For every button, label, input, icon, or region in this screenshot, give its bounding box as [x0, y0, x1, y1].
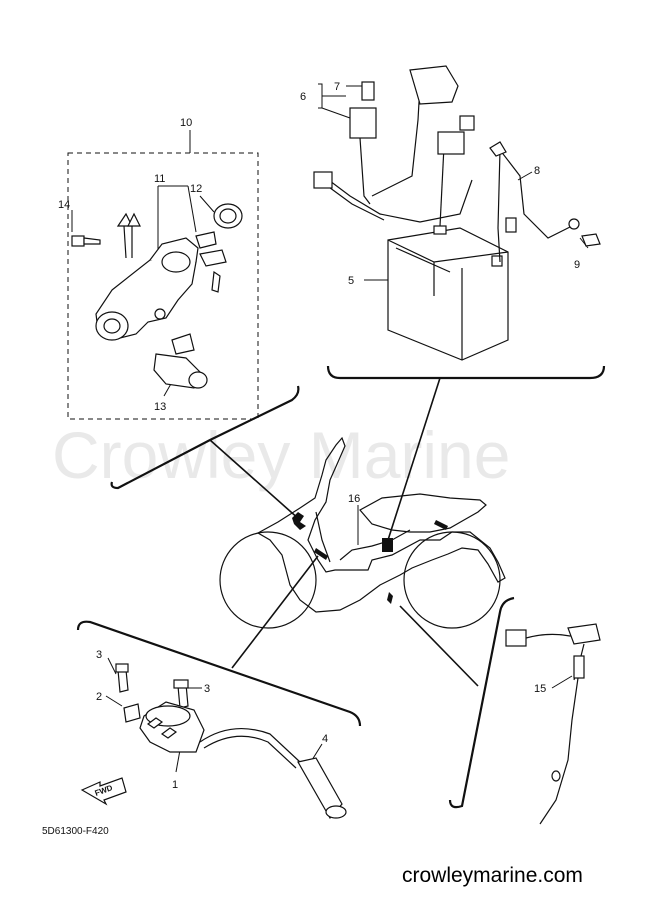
callout-9: 9	[574, 259, 580, 271]
main-switch-group-leaders	[71, 130, 215, 397]
battery-harness-leaders	[318, 83, 589, 281]
drawing-code: 5D61300-F420	[42, 826, 109, 837]
callout-13: 13	[154, 401, 166, 413]
callout-3-right: 3	[204, 683, 210, 695]
main-switch-group-box	[67, 152, 259, 420]
callout-5: 5	[348, 275, 354, 287]
battery-drawing	[387, 225, 509, 361]
callout-numbers: 1 2 3 3 4 5 6 7 8 9 10 11 12 13 14 15 16	[58, 81, 580, 791]
callout-16: 16	[348, 493, 360, 505]
callout-7: 7	[334, 81, 340, 93]
wire-harness-drawing	[313, 65, 601, 263]
section-leaders	[209, 377, 479, 687]
callout-3-left: 3	[96, 649, 102, 661]
ignition-coil-leaders	[105, 657, 323, 773]
callout-12: 12	[190, 183, 202, 195]
callout-8: 8	[534, 165, 540, 177]
callout-11: 11	[154, 173, 165, 185]
main-switch-drawing	[71, 203, 243, 389]
callout-15: 15	[534, 683, 546, 695]
motorcycle-part-markers	[292, 512, 448, 604]
sensor-drawing	[505, 623, 601, 825]
callout-6: 6	[300, 91, 306, 103]
callout-14: 14	[58, 199, 70, 211]
callout-10: 10	[180, 117, 192, 129]
callout-1: 1	[172, 779, 178, 791]
callout-2: 2	[96, 691, 102, 703]
ignition-coil-drawing	[115, 663, 347, 820]
fwd-arrow-icon: FWD	[80, 777, 127, 806]
website-link[interactable]: crowleymarine.com	[402, 864, 583, 887]
sensor-leaders	[551, 675, 573, 689]
callout-4: 4	[322, 733, 328, 745]
watermark-text: Crowley Marine	[52, 418, 510, 492]
motorcycle-silhouette	[219, 436, 506, 629]
